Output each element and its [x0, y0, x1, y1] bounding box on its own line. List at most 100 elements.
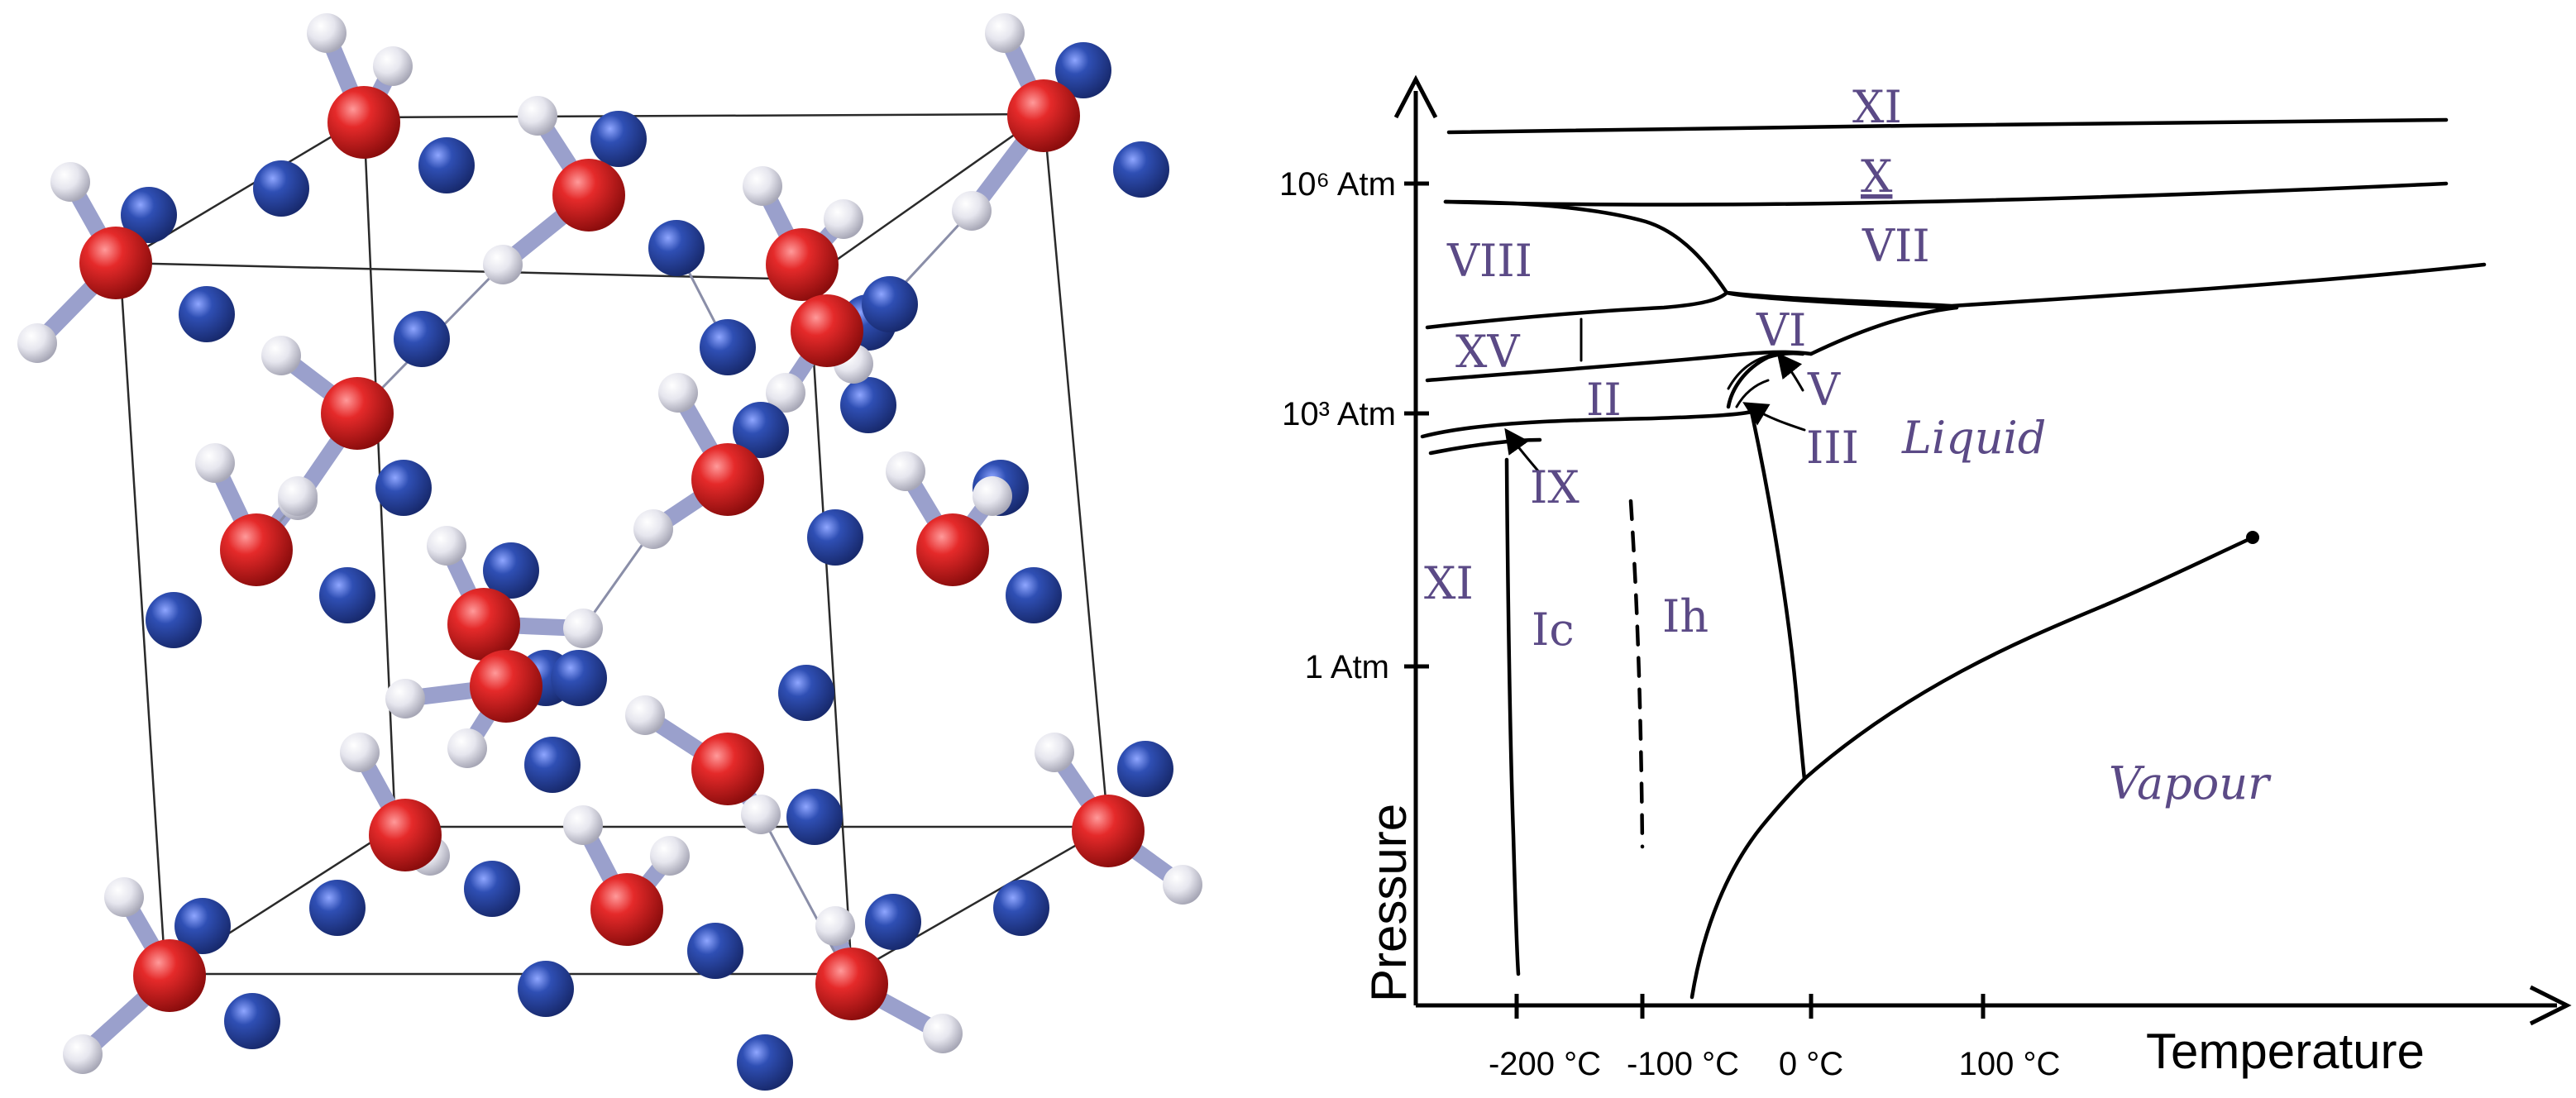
phase-label-xv: XV: [1455, 326, 1520, 378]
lone-pair-sphere: [375, 460, 432, 516]
lone-pair-sphere: [253, 160, 309, 217]
y-tick-label-1e6atm: 10⁶ Atm: [1279, 166, 1396, 203]
hydrogen-atom: [815, 906, 855, 946]
oxygen-atom: [220, 513, 293, 586]
hydrogen-atom: [658, 373, 698, 413]
oxygen-atom: [470, 650, 542, 723]
hydrogen-atom: [741, 795, 781, 834]
oxygen-atom: [1072, 795, 1145, 867]
critical-point: [2246, 531, 2259, 544]
boundary-ix-lower: [1428, 437, 1542, 456]
lone-pair-sphere: [1055, 42, 1111, 98]
unit-cell-edge: [363, 112, 1044, 119]
lone-pair-sphere: [394, 311, 450, 367]
x-axis-title: Temperature: [2146, 1024, 2425, 1079]
boundary-ic-ih-dashed: [1628, 499, 1645, 849]
lone-pair-sphere: [121, 187, 177, 243]
unit-cell-edge: [1042, 113, 1110, 828]
hydrogen-atom: [824, 199, 863, 239]
lone-pair-sphere: [778, 665, 834, 721]
y-tick-label-1atm: 1 Atm: [1305, 649, 1389, 685]
boundary-vii-liquid-upper: [1724, 262, 2487, 308]
phase-label-xi-top: XI: [1852, 81, 1902, 133]
hydrogen-atom: [1163, 865, 1202, 905]
oxygen-atom: [815, 948, 888, 1020]
hydrogen-atom: [104, 877, 144, 917]
hydrogen-atom: [483, 245, 523, 284]
boundary-sublimation: [1689, 776, 1807, 1000]
hydrogen-atom: [447, 728, 487, 768]
lone-pair-sphere: [1117, 741, 1173, 797]
unit-cell-edge: [118, 262, 167, 975]
ix-arrow: [1504, 427, 1541, 475]
hydrogen-atom: [427, 526, 466, 566]
hydrogen-atom: [278, 476, 318, 516]
lone-pair-sphere: [733, 402, 789, 458]
oxygen-atom: [79, 227, 152, 299]
boundary-xv-ii: [1425, 350, 1814, 383]
unit-cell-edge: [808, 112, 1044, 281]
boundary-viii-top: [1443, 199, 1729, 295]
lone-pair-sphere: [648, 220, 705, 276]
oxygen-atom: [1007, 79, 1080, 152]
x-tick-label-minus100: -100 °C: [1627, 1046, 1739, 1082]
oxygen-atom: [447, 588, 520, 661]
lone-pair-sphere: [524, 737, 581, 793]
y-axis-title: Pressure: [1361, 804, 1417, 1002]
hydrogen-atom: [518, 96, 557, 136]
oxygen-atom: [133, 939, 206, 1012]
phase-label-xi-low: XI: [1424, 557, 1474, 609]
ice-crystal-structure: [17, 13, 1202, 1091]
oxygen-atom: [916, 513, 989, 586]
lone-pair-sphere: [786, 789, 843, 845]
lone-pair-sphere: [993, 880, 1049, 936]
x-tick-label-minus200: -200 °C: [1489, 1046, 1601, 1082]
lone-pair-sphere: [1113, 141, 1169, 198]
hydrogen-atom: [625, 695, 665, 735]
iii-arrow: [1742, 402, 1806, 432]
hydrogen-atom: [17, 323, 57, 363]
lone-pair-sphere: [551, 650, 607, 706]
phase-label-vii: VII: [1862, 220, 1930, 272]
hydrogen-atom: [63, 1034, 103, 1074]
oxygen-atom: [766, 228, 839, 301]
phase-label-liquid: Liquid: [1901, 412, 2046, 464]
oxygen-atom: [691, 733, 764, 805]
oxygen-atom: [691, 443, 764, 516]
hydrogen-atom: [650, 836, 690, 876]
y-axis-arrow: [1393, 74, 1438, 119]
oxygen-atom: [590, 873, 663, 946]
hydrogen-atom: [766, 373, 805, 413]
lone-pair-sphere: [590, 111, 647, 167]
lone-pair-sphere: [518, 961, 574, 1017]
hydrogen-bond-link: [581, 528, 655, 629]
lone-pair-sphere: [483, 542, 539, 599]
x-tick-label-100: 100 °C: [1959, 1046, 2061, 1082]
oxygen-atom: [791, 294, 863, 367]
hydrogen-atom: [50, 162, 90, 202]
oxygen-atom: [369, 799, 442, 871]
hydrogen-atom: [923, 1014, 963, 1053]
hydrogen-atom: [633, 509, 673, 549]
phase-label-vapour: Vapour: [2109, 757, 2272, 809]
boundary-viii-vi: [1724, 290, 1959, 310]
phase-label-v: V: [1807, 364, 1841, 416]
boundary-iii-inner: [1735, 379, 1770, 408]
phase-label-x: X: [1861, 150, 1893, 203]
lone-pair-sphere: [807, 509, 863, 566]
oxygen-atom: [552, 159, 625, 232]
lone-pair-sphere: [174, 898, 231, 954]
boundary-vi-liquid: [1809, 305, 1959, 356]
hydrogen-atom: [373, 46, 413, 86]
boundary-ih-liquid: [1749, 409, 1807, 781]
hydrogen-atom: [307, 13, 346, 53]
y-tick-label-1e3atm: 10³ Atm: [1282, 396, 1396, 432]
hydrogen-atom: [973, 476, 1012, 516]
lone-pair-sphere: [224, 993, 280, 1049]
unit-cell-edge: [807, 279, 853, 975]
lone-pair-sphere: [309, 880, 366, 936]
lone-pair-sphere: [865, 894, 921, 950]
unit-cell-edge: [119, 261, 810, 281]
phase-label-viii: VIII: [1446, 235, 1532, 287]
